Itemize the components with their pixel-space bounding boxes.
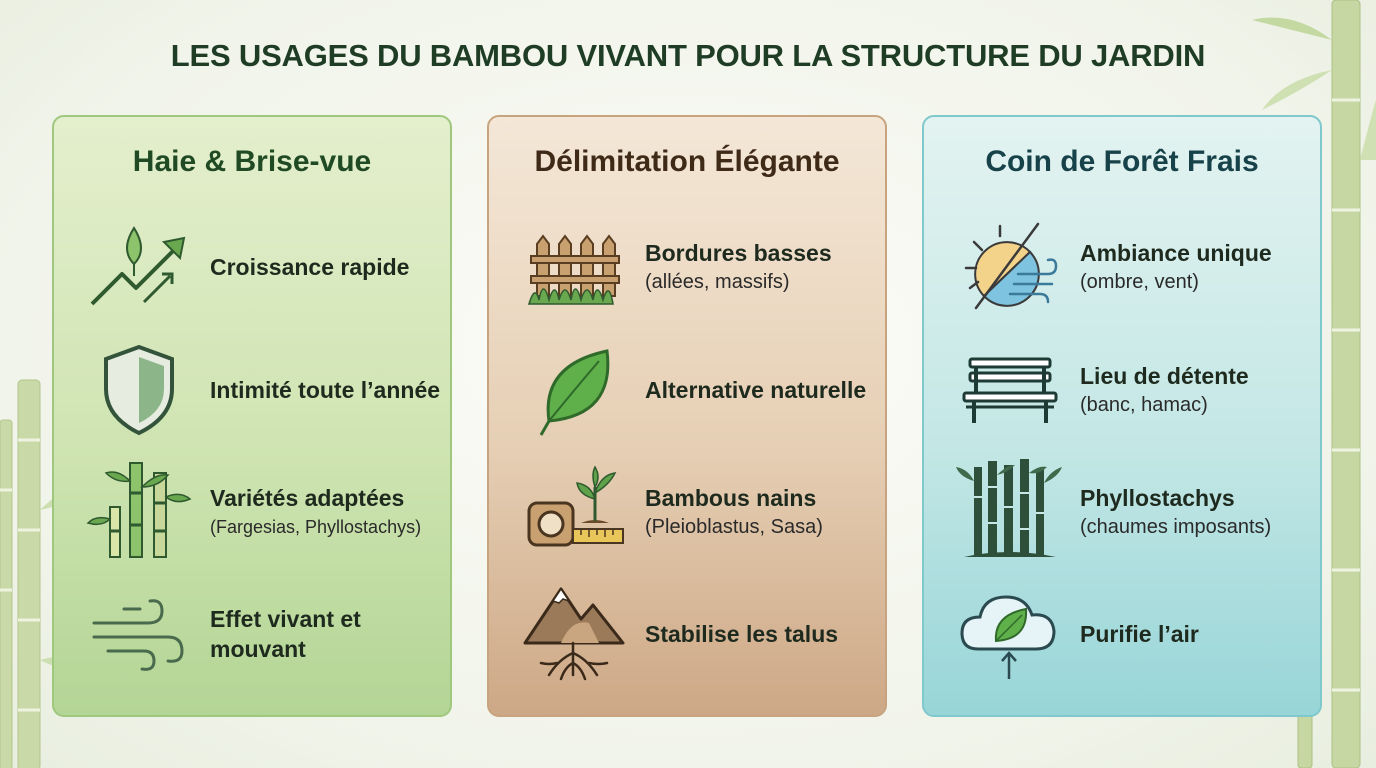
- cloud-leaf-icon: [960, 595, 1056, 679]
- bamboo-forest-icon: [956, 459, 1062, 557]
- item-main: Stabilise les talus: [645, 621, 839, 647]
- fence-grass-icon: [527, 234, 620, 305]
- list-item: Effet vivant et mouvant: [54, 579, 450, 689]
- item-sub: (ombre, vent): [1080, 271, 1199, 293]
- page-title: LES USAGES DU BAMBOU VIVANT POUR LA STRU…: [170, 38, 1206, 73]
- item-main: Ambiance unique: [1080, 240, 1272, 266]
- item-main: Alternative naturelle: [645, 377, 867, 403]
- card-title: Délimitation Élégante: [534, 145, 840, 178]
- list-item: Bordures basses (allées, massifs): [489, 212, 885, 322]
- item-main: Purifie l’air: [1080, 621, 1199, 647]
- sun-wind-icon: [964, 222, 1058, 310]
- list-item: Phyllostachys (chaumes imposants): [924, 457, 1320, 567]
- bench-icon: [962, 357, 1058, 423]
- tape-measure-sprout-icon: [527, 465, 624, 547]
- list-item: Stabilise les talus: [489, 579, 885, 689]
- item-main: Intimité toute l’année: [210, 377, 441, 403]
- bamboo-stems-icon: [86, 462, 192, 558]
- leaf-icon: [539, 349, 610, 436]
- card-haie-brise-vue: Haie & Brise-vue Croissance rapide Intim…: [52, 115, 452, 717]
- item-main: Variétés adaptées: [210, 485, 405, 511]
- list-item: Alternative naturelle: [489, 335, 885, 445]
- item-sub: (banc, hamac): [1080, 394, 1208, 416]
- mountain-roots-icon: [523, 587, 625, 681]
- list-item: Ambiance unique (ombre, vent): [924, 212, 1320, 322]
- item-main: Bambous nains: [645, 485, 817, 511]
- card-title: Haie & Brise-vue: [132, 145, 372, 178]
- list-item: Variétés adaptées (Fargesias, Phyllostac…: [54, 457, 450, 567]
- list-item: Intimité toute l’année: [54, 335, 450, 445]
- shield-icon: [104, 344, 174, 436]
- card-delimitation-elegante: Délimitation Élégante Bordures basses (a…: [487, 115, 887, 717]
- item-sub: (Pleioblastus, Sasa): [645, 516, 823, 538]
- item-sub: (allées, massifs): [645, 271, 790, 293]
- card-coin-de-foret-frais: Coin de Forêt Frais Ambiance unique (omb…: [922, 115, 1322, 717]
- wind-icon: [92, 599, 184, 671]
- item-main: Effet vivant et mouvant: [210, 606, 361, 662]
- item-main: Lieu de détente: [1080, 363, 1249, 389]
- list-item: Purifie l’air: [924, 579, 1320, 689]
- card-title: Coin de Forêt Frais: [985, 145, 1259, 178]
- list-item: Croissance rapide: [54, 212, 450, 322]
- list-item: Bambous nains (Pleioblastus, Sasa): [489, 457, 885, 567]
- item-main: Croissance rapide: [210, 254, 410, 280]
- item-main: Phyllostachys: [1080, 485, 1235, 511]
- growth-arrow-leaf-icon: [90, 226, 186, 306]
- list-item: Lieu de détente (banc, hamac): [924, 335, 1320, 445]
- item-sub: (Fargesias, Phyllostachys): [210, 517, 422, 537]
- item-main: Bordures basses: [645, 240, 832, 266]
- item-sub: (chaumes imposants): [1080, 516, 1272, 538]
